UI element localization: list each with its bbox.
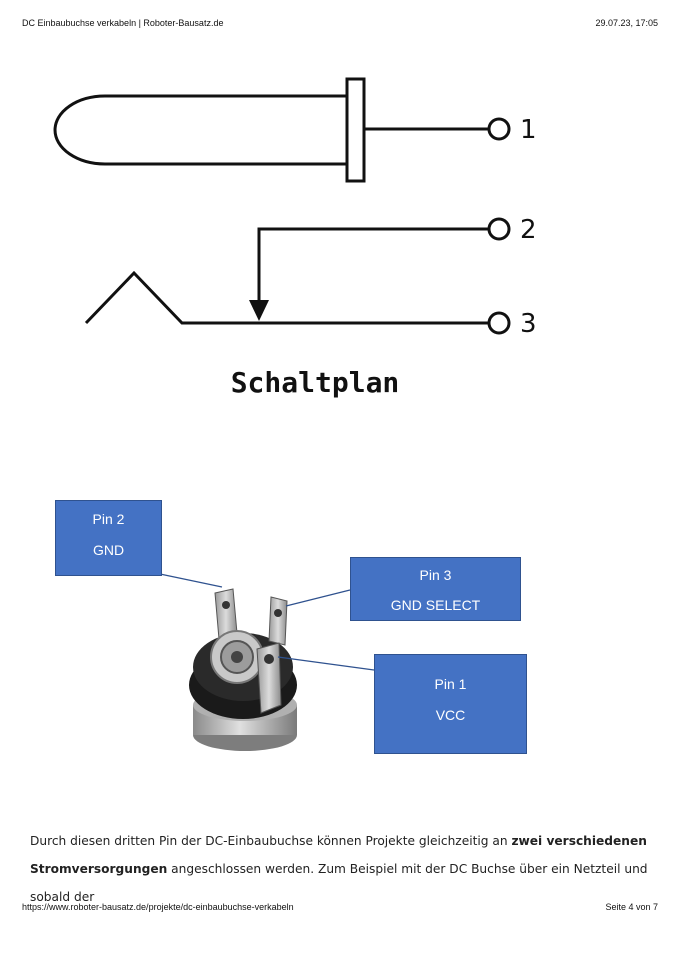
print-footer-page: Seite 4 von 7	[605, 902, 658, 912]
callout-pin3-function: GND SELECT	[390, 597, 481, 613]
pin3-wire	[84, 270, 489, 325]
contact-arrow	[249, 300, 269, 321]
callout-pin2-name: Pin 2	[92, 511, 125, 527]
plug-body	[53, 94, 347, 166]
pin3-terminal	[487, 311, 511, 335]
body-paragraph: Durch diesen dritten Pin der DC-Einbaubu…	[30, 827, 655, 911]
pin2-wire	[257, 227, 489, 305]
callout-pin1-function: VCC	[435, 707, 466, 723]
callout-pin1: Pin 1 VCC	[374, 654, 527, 754]
print-header-title: DC Einbaubuchse verkabeln | Roboter-Baus…	[22, 18, 224, 28]
callout-pin3-name: Pin 3	[419, 567, 452, 583]
schematic-caption: Schaltplan	[231, 366, 400, 399]
callout-pin2-function: GND	[92, 542, 125, 558]
callout-pin2: Pin 2 GND	[55, 500, 162, 576]
print-footer-url: https://www.roboter-bausatz.de/projekte/…	[22, 902, 294, 912]
dc-jack-photo	[189, 588, 297, 751]
pin-label-2: 2	[520, 215, 537, 245]
paragraph-part2: angeschlossen werden. Zum Beispiel mit d…	[30, 862, 648, 904]
plug-flange	[345, 77, 366, 183]
paragraph-bold: zwei verschiedenen Stromversorgungen	[30, 834, 647, 876]
print-header-datetime: 29.07.23, 17:05	[595, 18, 658, 28]
pin-label-1: 1	[520, 115, 537, 145]
pin-label-3: 3	[520, 309, 537, 339]
pin1-terminal	[487, 117, 511, 141]
paragraph-part1: Durch diesen dritten Pin der DC-Einbaubu…	[30, 834, 512, 848]
callout-pin1-name: Pin 1	[434, 676, 467, 692]
pin2-terminal	[487, 217, 511, 241]
callout-pin3: Pin 3 GND SELECT	[350, 557, 521, 621]
jack-schematic: 1 2 3 Schaltplan	[53, 77, 537, 399]
